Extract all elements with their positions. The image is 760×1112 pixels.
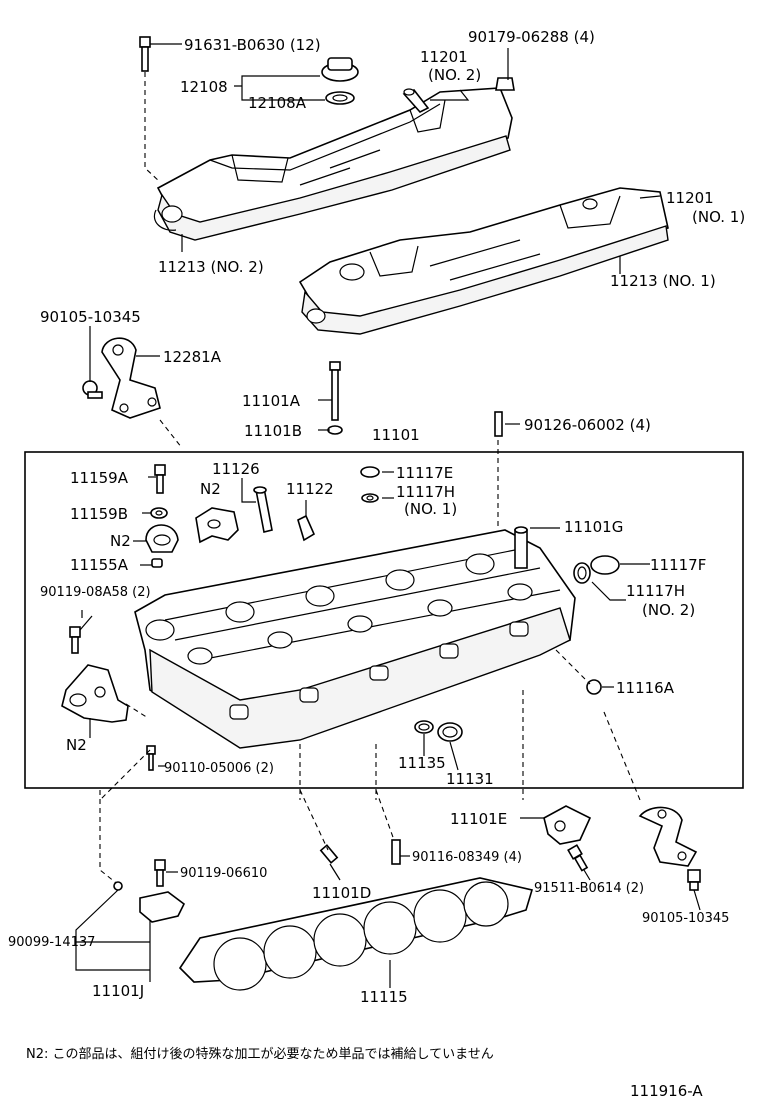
label-n2-c: N2: [66, 736, 87, 754]
bearing-cap-icon: [145, 524, 179, 553]
bolt-icon: [567, 844, 589, 872]
plug-11117F-icon: [573, 555, 620, 584]
label-11201-no2: 11201: [420, 48, 468, 66]
label-90105-bottom: 90105-10345: [642, 911, 729, 926]
label-n2-b: N2: [110, 532, 131, 550]
label-90119-08A58: 90119-08A58 (2): [40, 585, 151, 600]
bolt-icon: [146, 745, 156, 771]
label-91511: 91511-B0614 (2): [534, 881, 644, 896]
camshaft-bearing-cap-icon: [61, 664, 129, 723]
label-11159A: 11159A: [70, 469, 129, 487]
label-90179: 90179-06288 (4): [468, 28, 595, 46]
washer-icon: [150, 507, 168, 519]
label-90119-06610: 90119-06610: [180, 866, 267, 881]
label-90110: 90110-05006 (2): [164, 761, 274, 776]
valve-seat-icon: [297, 514, 316, 542]
bolt-icon: [154, 859, 166, 887]
plug-icon: [151, 558, 163, 568]
cam-journal-icon: [145, 553, 533, 665]
bolt-icon: [154, 464, 166, 494]
label-n2-a: N2: [200, 480, 221, 498]
hanger-bolt-icon: [687, 869, 701, 891]
label-90126: 90126-06002 (4): [524, 416, 651, 434]
label-11101D: 11101D: [312, 884, 371, 902]
label-11101G: 11101G: [564, 518, 623, 536]
label-11117H-no2: 11117H: [626, 582, 685, 600]
breather-pipe-icon: [402, 88, 430, 113]
leader-lines: [75, 43, 701, 988]
label-11126: 11126: [212, 460, 260, 478]
label-11155A: 11155A: [70, 556, 129, 574]
label-12281A: 12281A: [163, 348, 222, 366]
label-91631: 91631-B0630 (12): [184, 36, 321, 54]
cylinder-head-cover-no1: [298, 187, 669, 335]
label-11101B: 11101B: [244, 422, 302, 440]
plug-11117E-icon: [360, 466, 380, 503]
diagram-id: 111916-A: [630, 1082, 703, 1100]
head-bolt-icon: [327, 361, 343, 435]
hanger-bolt-icon: [82, 380, 103, 399]
label-11213-no1: 11213 (NO. 1): [610, 272, 716, 290]
gasket-11213-no2-icon: [153, 209, 177, 231]
cylinder-head: [134, 529, 576, 749]
label-90116: 90116-08349 (4): [412, 850, 522, 865]
label-11117F: 11117F: [650, 556, 706, 574]
label-11117H-no2-suffix: (NO. 2): [642, 601, 695, 619]
grommet-icon: [495, 77, 515, 91]
label-11135: 11135: [398, 754, 446, 772]
engine-hanger-rear-icon: [638, 806, 698, 867]
label-11101J: 11101J: [92, 982, 144, 1000]
label-11101E: 11101E: [450, 810, 507, 828]
label-11117H-no1-suffix: (NO. 1): [404, 500, 457, 518]
label-12108A: 12108A: [248, 94, 307, 112]
label-11117H-no1: 11117H: [396, 483, 455, 501]
oil-filler-cap-icon: [321, 57, 359, 105]
label-11122: 11122: [286, 480, 334, 498]
label-11159B: 11159B: [70, 505, 128, 523]
label-11131: 11131: [446, 770, 494, 788]
engine-hanger-icon: [101, 337, 161, 419]
head-gasket: [178, 877, 534, 991]
water-pipe-icon: [514, 526, 528, 569]
cam-bearing-cap-n2-icon: [195, 507, 239, 544]
dowel-pin-icon: [319, 844, 339, 864]
o-ring-icon: [414, 720, 463, 742]
label-11201-no1: 11201: [666, 189, 714, 207]
bolt-icon: [139, 36, 151, 72]
label-90099: 90099-14137: [8, 935, 95, 950]
label-11213-no2: 11213 (NO. 2): [158, 258, 264, 276]
label-11101: 11101: [372, 426, 420, 444]
label-11115: 11115: [360, 988, 408, 1006]
stud-bolt-icon: [391, 839, 401, 865]
cylinder-head-cover-no2: [156, 87, 513, 241]
stud-bolt-icon: [494, 411, 503, 437]
label-90105-top: 90105-10345: [40, 308, 141, 326]
label-12108: 12108: [180, 78, 228, 96]
footnote: N2: この部品は、組付け後の特殊な加工が必要なため単品では補給していません: [26, 1046, 494, 1062]
label-11201-no2-suffix: (NO. 2): [428, 66, 481, 84]
camshaft-sensor-11101E-icon: [543, 805, 592, 845]
label-11117E: 11117E: [396, 464, 453, 482]
intake-port-icon: [229, 621, 529, 720]
bolt-icon: [69, 626, 81, 654]
part-labels: 91631-B0630 (12) 90179-06288 (4) 11201 (…: [8, 28, 745, 1100]
label-11201-no1-suffix: (NO. 1): [692, 208, 745, 226]
label-11116A: 11116A: [616, 679, 675, 697]
label-11101A: 11101A: [242, 392, 301, 410]
cylinder-head-frame: [24, 451, 744, 789]
valve-guide-icon: [253, 486, 273, 533]
plug-11116A-icon: [586, 679, 602, 695]
union-fitting-icon: [113, 881, 186, 923]
